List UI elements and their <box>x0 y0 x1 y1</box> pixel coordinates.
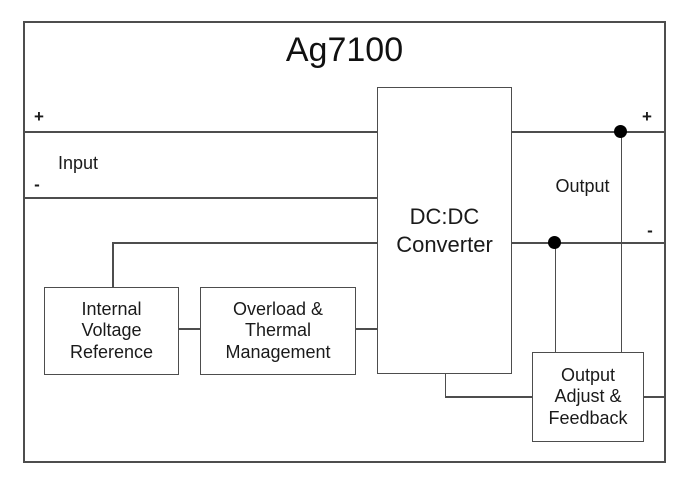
output-label: Output <box>555 176 610 196</box>
output-negative-wire <box>511 242 666 244</box>
reference-wire-vertical <box>112 242 114 288</box>
input-minus-label: - <box>34 175 40 194</box>
block-label-line: Internal <box>81 298 142 319</box>
input-plus-label: + <box>34 107 44 126</box>
block-label-line: Output <box>560 364 616 385</box>
block-label-line: Reference <box>69 341 154 362</box>
block-label-line: Management <box>225 341 331 362</box>
feedback-wire-horizontal <box>445 396 533 398</box>
output-plus-label: + <box>642 107 652 126</box>
block-label-line: Overload & <box>232 298 324 319</box>
block-label-line: Voltage <box>81 320 142 341</box>
output-minus-label: - <box>647 221 653 240</box>
block-output-adjust-feedback: Output Adjust & Feedback <box>532 352 644 442</box>
negative-junction-dot <box>548 236 561 249</box>
block-label-line: Thermal <box>244 320 311 341</box>
block-label-line: DC:DC <box>409 203 480 229</box>
diagram-title: Ag7100 <box>285 31 404 69</box>
positive-junction-dot <box>614 125 627 138</box>
block-dcdc-converter: DC:DC Converter <box>377 87 512 374</box>
block-label-line: Converter <box>396 231 493 257</box>
input-positive-wire <box>23 131 377 133</box>
block-label-line: Adjust & <box>554 386 622 407</box>
output-positive-wire <box>511 131 666 133</box>
overload-to-converter-wire <box>355 328 377 330</box>
reference-to-overload-wire <box>178 328 200 330</box>
feedback-wire-vertical <box>444 373 446 397</box>
input-label: Input <box>58 153 99 173</box>
block-internal-voltage-reference: Internal Voltage Reference <box>44 287 179 375</box>
negative-sense-wire <box>554 242 556 353</box>
input-negative-wire <box>23 197 377 199</box>
block-label-line: Feedback <box>548 407 628 428</box>
positive-sense-wire <box>620 131 622 353</box>
reference-wire-horizontal <box>112 242 377 244</box>
adjust-pin-wire <box>643 396 666 398</box>
block-overload-thermal-management: Overload & Thermal Management <box>200 287 356 375</box>
